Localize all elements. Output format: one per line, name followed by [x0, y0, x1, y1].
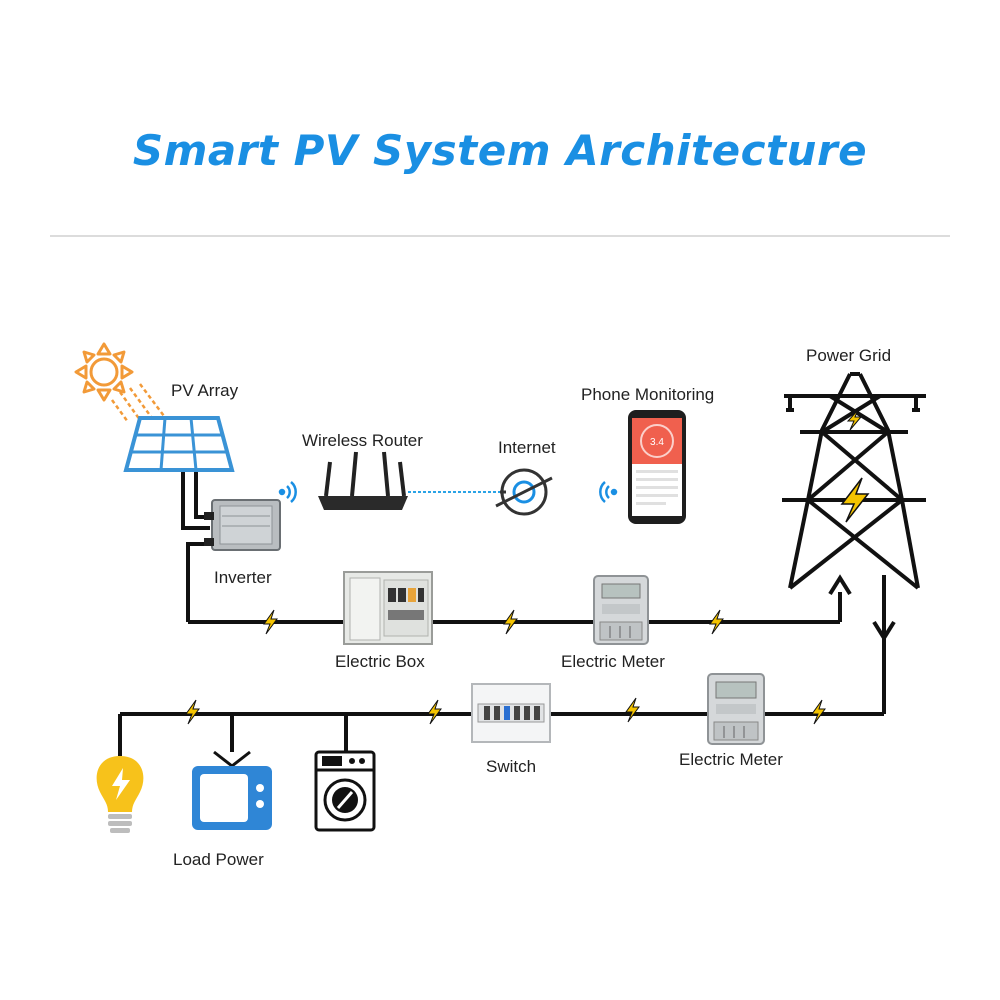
wire-inverter-down [186, 542, 208, 622]
electric-meter-icon [707, 673, 765, 745]
sun-icon [74, 342, 134, 402]
label-phone-monitoring: Phone Monitoring [581, 385, 715, 404]
label-electric-box: Electric Box [335, 652, 425, 671]
washing-machine-icon [314, 750, 376, 832]
lightning-bolt-icon [811, 699, 826, 725]
wifi-signal-icon [278, 481, 297, 503]
label-electric-meter-bottom: Electric Meter [679, 750, 783, 769]
wire-panel-inverter-1 [181, 470, 210, 530]
label-internet: Internet [498, 438, 556, 457]
arrow-up-icon [828, 574, 852, 596]
bolts [185, 609, 826, 725]
inverter-icon [204, 499, 281, 551]
electric-box-icon [343, 571, 433, 645]
lightning-bolt-icon [185, 699, 200, 725]
arrow-down-icon [872, 620, 896, 642]
lightning-bolt-icon [263, 609, 278, 635]
smartphone-icon: 3.4 [628, 410, 686, 524]
lightning-bolt-icon [846, 409, 863, 431]
label-power-grid: Power Grid [806, 346, 892, 365]
lightning-bolt-icon [709, 609, 724, 635]
lightning-bolt-icon [840, 477, 870, 523]
label-wireless-router: Wireless Router [302, 431, 423, 450]
wire-panel-inverter-2 [194, 470, 210, 519]
lightning-bolt-icon [503, 609, 518, 635]
label-electric-meter-top: Electric Meter [561, 652, 665, 671]
page-title: Smart PV System Architecture [132, 126, 868, 175]
phone-screen-value: 3.4 [650, 437, 664, 448]
label-pv-array: PV Array [171, 381, 239, 400]
label-inverter: Inverter [214, 568, 272, 587]
wifi-signal-icon [599, 481, 618, 503]
tv-icon [192, 750, 272, 830]
label-load-power: Load Power [173, 850, 264, 869]
sun-rays [110, 383, 165, 423]
solar-panel-icon [123, 416, 235, 472]
router-icon [318, 451, 408, 510]
transmission-tower-icon [782, 372, 926, 590]
internet-globe-icon [495, 468, 553, 516]
electric-meter-icon [593, 575, 649, 645]
light-bulb-icon [96, 756, 144, 833]
switch-panel-icon [471, 683, 551, 743]
label-switch: Switch [486, 757, 537, 776]
lightning-bolt-icon [427, 699, 442, 725]
lightning-bolt-icon [625, 697, 640, 723]
divider [50, 235, 950, 237]
